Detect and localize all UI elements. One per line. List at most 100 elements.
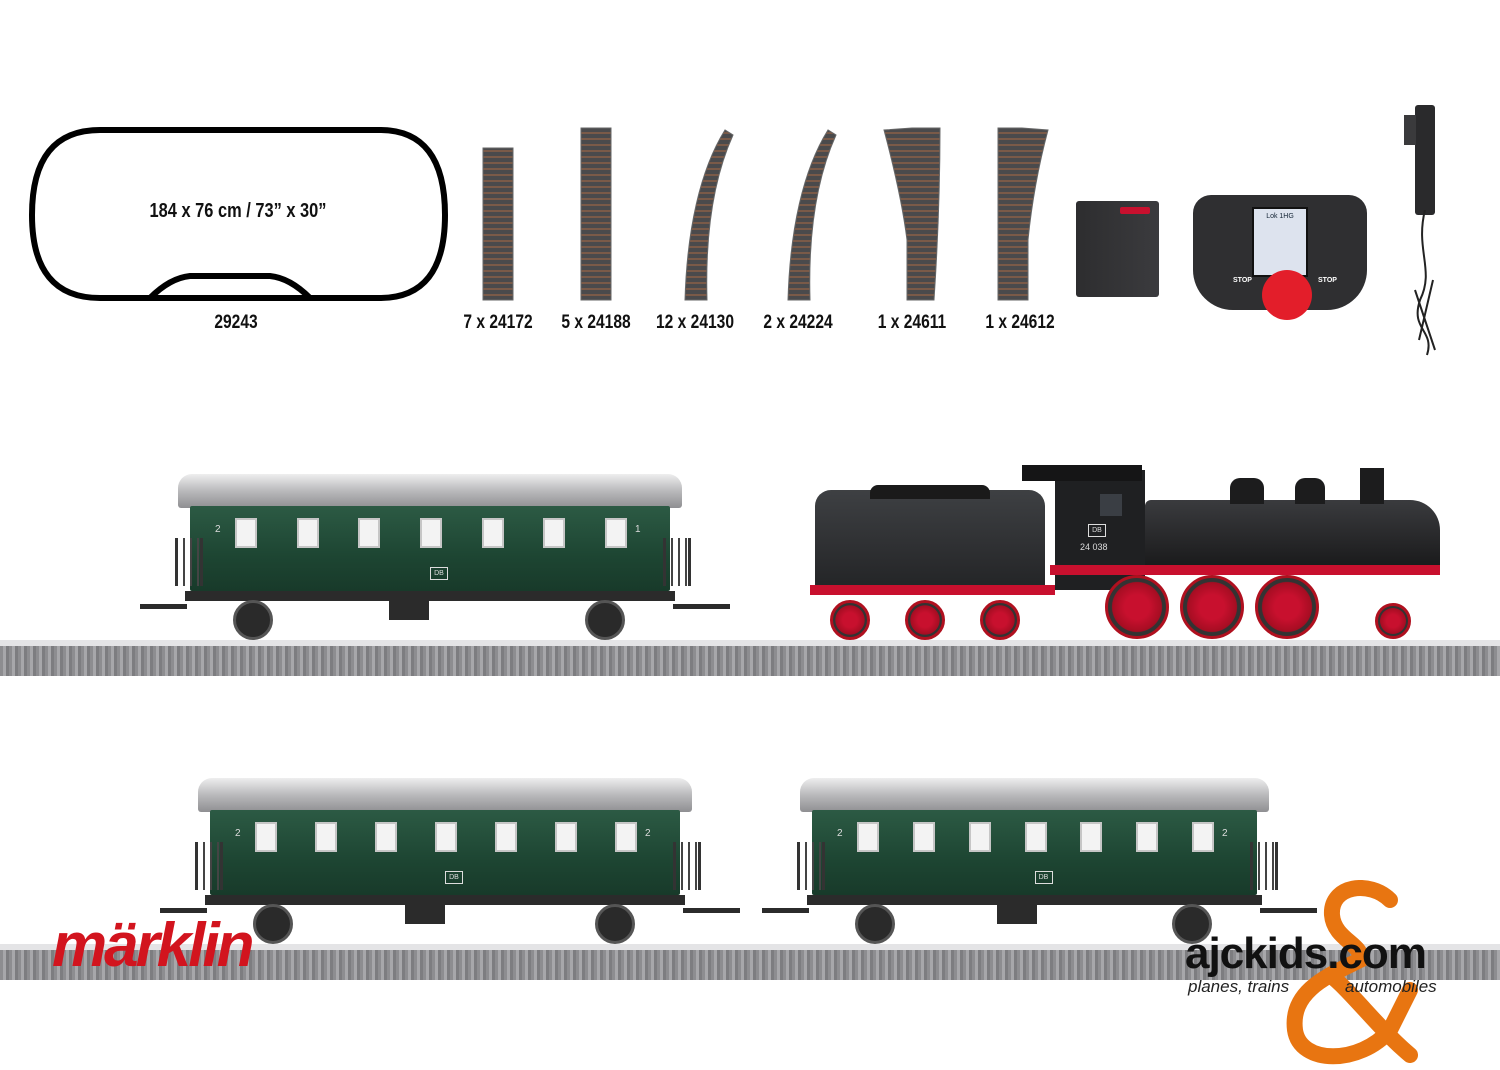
steam-dome [1230, 478, 1264, 504]
coach-window [235, 518, 257, 548]
coach-window [555, 822, 577, 852]
coach-coupler [673, 604, 730, 609]
track-piece-curve [787, 129, 837, 301]
coach-window [1136, 822, 1159, 852]
cab-roof [1022, 465, 1142, 481]
controller-screen: Lok 1HG [1252, 207, 1308, 277]
leading-wheel [1375, 603, 1411, 639]
layout-code: 29243 [214, 312, 258, 333]
loco-number: 24 038 [1080, 542, 1108, 552]
cab-window [1100, 494, 1122, 516]
loco-db-logo: DB [1088, 524, 1106, 537]
coach-window [912, 822, 935, 852]
coach-battery-box [405, 902, 445, 924]
boiler [1145, 500, 1440, 575]
coach-balcony [175, 538, 203, 586]
track-piece-switch-left [883, 127, 941, 301]
stop-left-label: STOP [1233, 277, 1252, 284]
track-piece-straight [482, 147, 514, 301]
coach-coupler [1260, 908, 1317, 913]
tender-wheel [830, 600, 870, 640]
power-plug [1404, 115, 1416, 145]
stop-right-label: STOP [1318, 277, 1337, 284]
driving-wheel [1255, 575, 1319, 639]
track-piece-label: 1 x 24612 [985, 312, 1055, 333]
track-piece-label: 1 x 24611 [877, 312, 947, 333]
coach-window [1024, 822, 1047, 852]
power-supply [1415, 105, 1435, 215]
coach-wheel [585, 600, 625, 640]
track-piece-switch-right [997, 127, 1049, 301]
passenger-coach: DB 2 1 [140, 472, 730, 642]
driving-wheel [1180, 575, 1244, 639]
coach-class-label: 2 [215, 524, 221, 535]
coach-balcony [1250, 842, 1278, 890]
track-piece-label: 5 x 24188 [561, 312, 631, 333]
marklin-logo: märklin [52, 911, 255, 980]
coach-wheel [855, 904, 895, 944]
driving-wheel [1105, 575, 1169, 639]
coach-class-label: 1 [635, 524, 641, 535]
coach-balcony [797, 842, 825, 890]
coach-window [375, 822, 397, 852]
coach-balcony [673, 842, 701, 890]
coach-window [857, 822, 879, 852]
coach-db-logo: DB [1034, 871, 1053, 884]
connector-box [1076, 201, 1159, 297]
coach-window [358, 518, 381, 548]
coach-balcony [195, 842, 223, 890]
layout-dimensions: 184 x 76 cm / 73” x 30” [149, 200, 327, 222]
tender-coal [870, 485, 990, 499]
tender-wheel [905, 600, 945, 640]
coach-coupler [160, 908, 207, 913]
track-layout-diagram [28, 127, 449, 301]
ajckids-ampersand-icon [1286, 880, 1418, 1065]
coach-window [296, 518, 319, 548]
coach-balcony [663, 538, 691, 586]
screen-title: Lok 1HG [1266, 213, 1294, 220]
coach-window [495, 822, 517, 852]
display-rail-upper [0, 640, 1500, 676]
track-piece-curve [684, 129, 734, 301]
coach-window [1080, 822, 1103, 852]
coach-coupler [683, 908, 740, 913]
coach-coupler [140, 604, 187, 609]
coach-battery-box [996, 902, 1037, 924]
coach-roof [800, 778, 1269, 812]
coach-wheel [253, 904, 293, 944]
coach-roof [178, 474, 682, 508]
coach-battery-box [389, 598, 430, 620]
ajckids-tagline-left: planes, trains [1188, 977, 1290, 996]
smokestack [1360, 468, 1384, 504]
coach-class-label: 2 [645, 828, 651, 839]
coach-wheel [233, 600, 273, 640]
coach-class-label: 2 [837, 828, 843, 839]
coach-window [605, 518, 627, 548]
coach-class-label: 2 [235, 828, 241, 839]
tender-wheel [980, 600, 1020, 640]
coach-window [481, 518, 504, 548]
passenger-coach: DB 2 2 [762, 776, 1317, 946]
coach-class-label: 2 [1222, 828, 1228, 839]
ajckids-tagline-right: automobiles [1345, 977, 1437, 996]
passenger-coach: DB 2 2 [160, 776, 740, 946]
tender [815, 490, 1045, 590]
coach-window [1192, 822, 1214, 852]
tender-frame [810, 585, 1055, 595]
track-piece-label: 7 x 24172 [463, 312, 533, 333]
coach-wheel [1172, 904, 1212, 944]
coach-window [420, 518, 442, 548]
coach-underframe [185, 591, 675, 601]
coach-window [968, 822, 991, 852]
coach-window [615, 822, 637, 852]
coach-db-logo: DB [430, 567, 448, 580]
display-rail-lower [0, 944, 1500, 980]
coach-db-logo: DB [445, 871, 463, 884]
coach-underframe [807, 895, 1262, 905]
coach-window [435, 822, 457, 852]
steam-locomotive: DB 24 038 [770, 460, 1490, 645]
coach-coupler [762, 908, 809, 913]
coach-window [315, 822, 337, 852]
sand-dome [1295, 478, 1325, 504]
track-piece-straight [580, 127, 612, 301]
